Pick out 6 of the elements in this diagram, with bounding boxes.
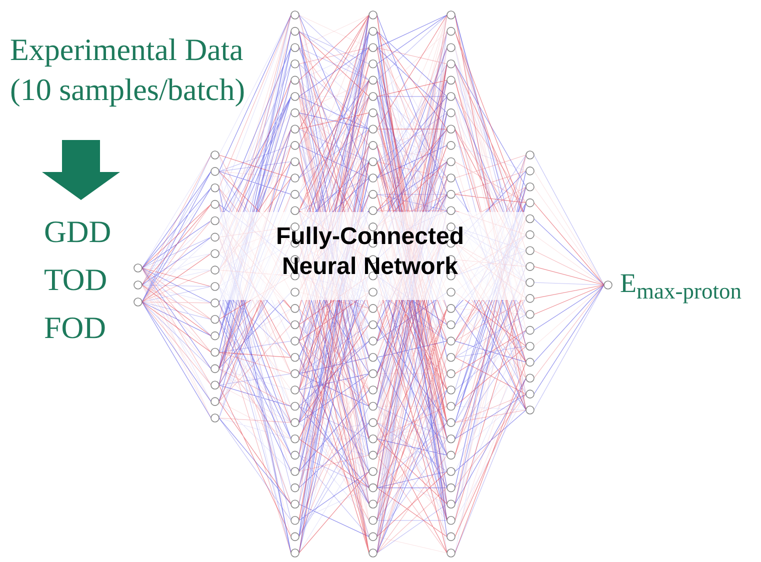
input-label: FOD (44, 310, 106, 346)
input-label: GDD (44, 214, 112, 250)
heading-text: Experimental Data (10 samples/batch) (10, 31, 246, 109)
network-title: Fully-Connected Neural Network (274, 222, 465, 282)
output-label: E$_{max-proton}$ (620, 268, 742, 304)
input-label: TOD (44, 262, 108, 298)
